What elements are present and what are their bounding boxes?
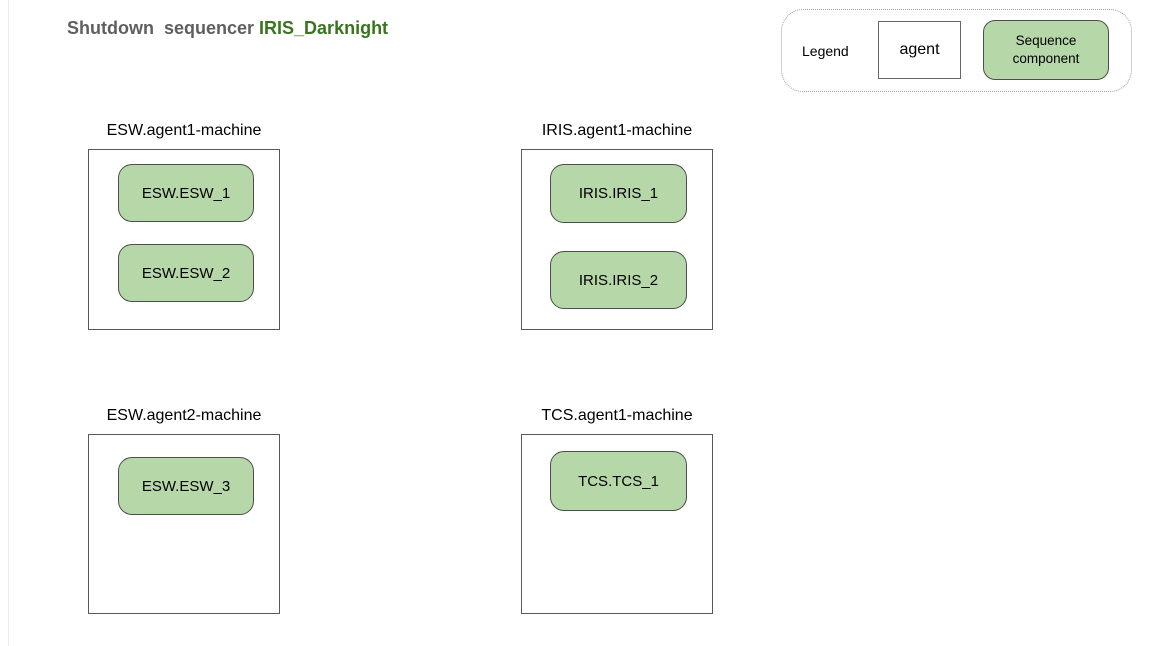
agent-box: TCS.TCS_1	[521, 434, 713, 614]
left-edge-divider	[8, 0, 9, 646]
page-title: Shutdown sequencer IRIS_Darknight	[67, 17, 388, 39]
legend-label: Legend	[802, 42, 849, 59]
machine-iris-agent1: IRIS.agent1-machine IRIS.IRIS_1 IRIS.IRI…	[521, 122, 713, 330]
machine-label: TCS.agent1-machine	[541, 407, 693, 424]
sequence-component: ESW.ESW_2	[118, 244, 254, 302]
sequence-component: TCS.TCS_1	[550, 451, 687, 511]
sequence-component: IRIS.IRIS_2	[550, 251, 687, 309]
agent-box: ESW.ESW_1 ESW.ESW_2	[88, 149, 280, 330]
legend-agent-swatch: agent	[878, 21, 961, 79]
machine-label: ESW.agent1-machine	[106, 122, 262, 139]
agent-box: ESW.ESW_3	[88, 434, 280, 614]
agent-box: IRIS.IRIS_1 IRIS.IRIS_2	[521, 149, 713, 330]
machine-esw-agent2: ESW.agent2-machine ESW.ESW_3	[88, 407, 280, 614]
machine-label: ESW.agent2-machine	[106, 407, 262, 424]
machine-esw-agent1: ESW.agent1-machine ESW.ESW_1 ESW.ESW_2	[88, 122, 280, 330]
sequence-component: ESW.ESW_3	[118, 457, 254, 515]
machine-tcs-agent1: TCS.agent1-machine TCS.TCS_1	[521, 407, 713, 614]
legend-component-swatch-label: Sequence component	[1012, 33, 1080, 66]
page-title-sequencer-name: IRIS_Darknight	[259, 18, 389, 38]
legend-component-swatch: Sequence component	[983, 20, 1109, 80]
sequence-component: IRIS.IRIS_1	[550, 164, 687, 223]
sequence-component: ESW.ESW_1	[118, 164, 254, 222]
page-title-prefix: Shutdown sequencer	[67, 18, 260, 38]
legend: Legend agent Sequence component	[781, 9, 1132, 92]
legend-agent-swatch-label: agent	[899, 41, 940, 58]
machine-label: IRIS.agent1-machine	[541, 122, 693, 139]
